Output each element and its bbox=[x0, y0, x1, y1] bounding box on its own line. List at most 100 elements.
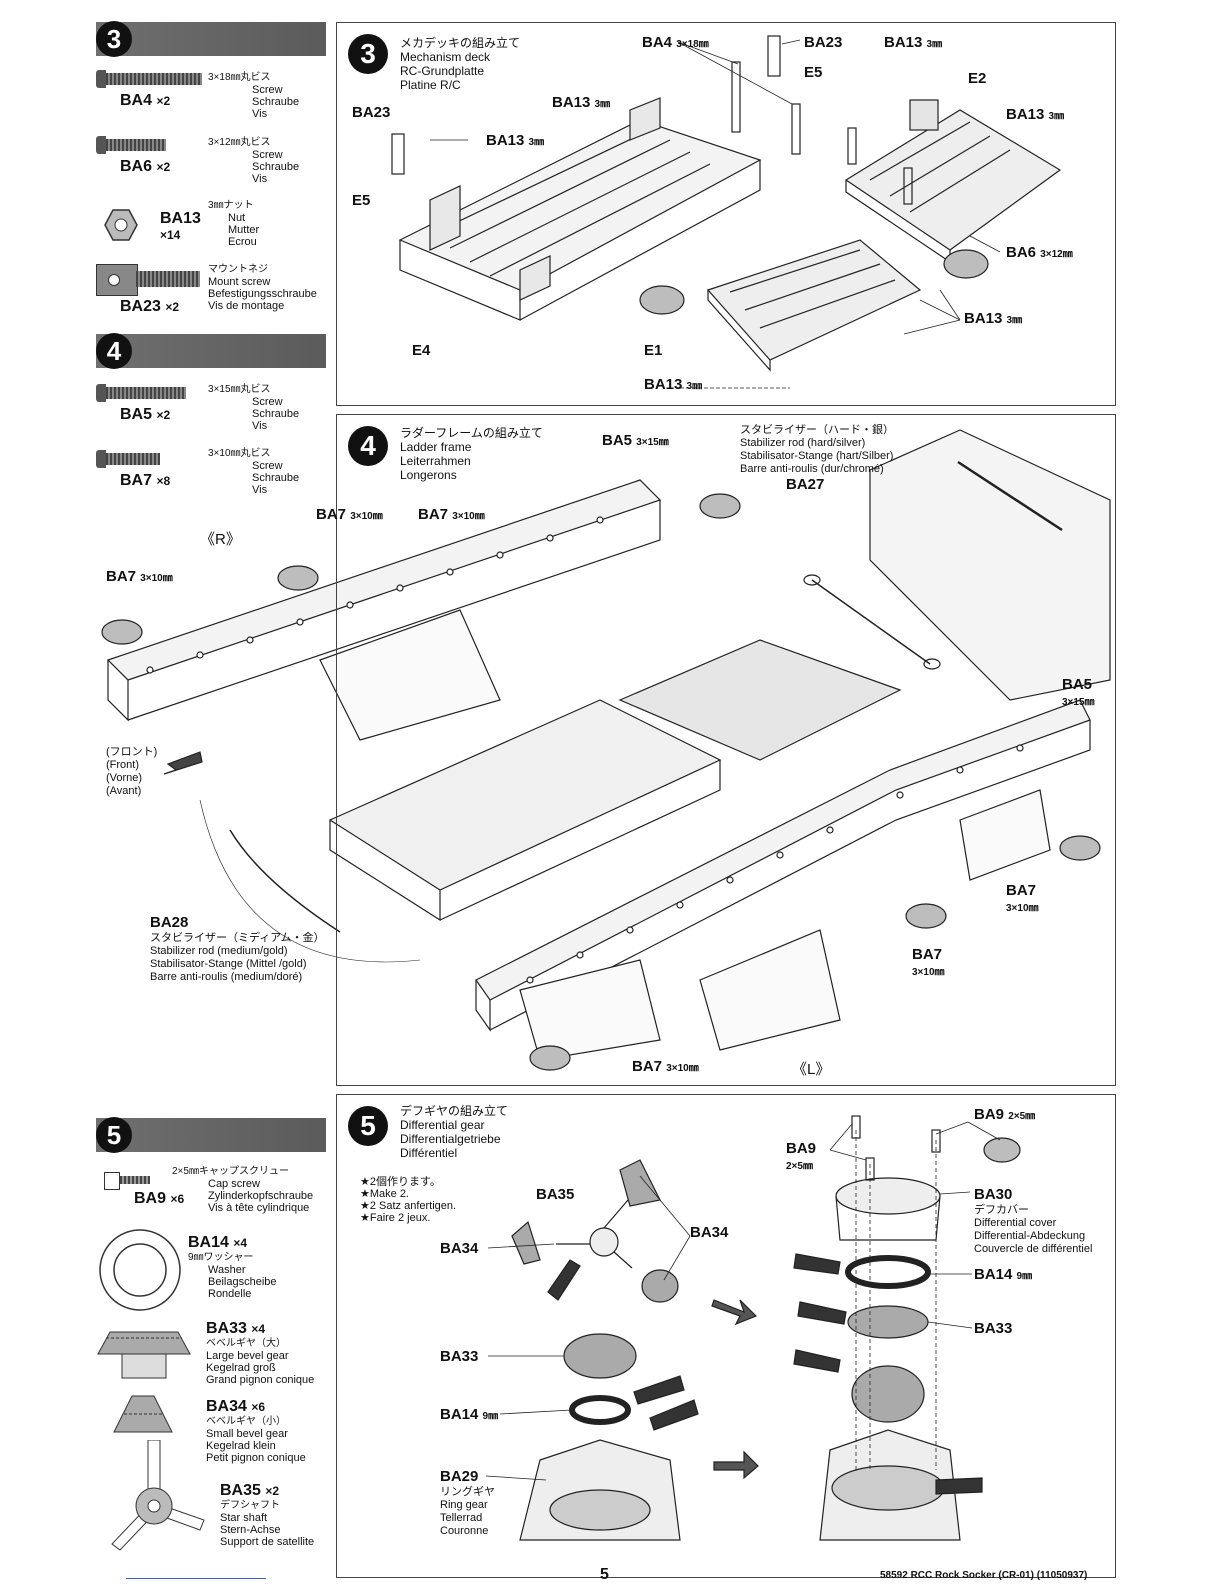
ba9-qty: ×6 bbox=[170, 1192, 185, 1206]
ba4-desc-fr: Vis bbox=[252, 108, 268, 120]
panel3-step-badge: 3 bbox=[348, 34, 388, 74]
step5-panel bbox=[336, 1094, 1116, 1578]
p5-ba9-left-label: BA9 bbox=[786, 1140, 817, 1157]
p5-ba34-right-label: BA34 bbox=[690, 1224, 729, 1241]
p3-ba4-label: BA4 bbox=[642, 34, 673, 51]
ba34-qty: ×6 bbox=[251, 1400, 266, 1414]
p3-ba23-top-label: BA23 bbox=[804, 34, 843, 51]
p3-ba13-right-size: 3㎜ bbox=[1048, 111, 1065, 122]
p5-ba14-left-label: BA14 bbox=[440, 1406, 479, 1423]
ba35-qty: ×2 bbox=[265, 1484, 280, 1498]
p4-ba7-f-size: 3×10㎜ bbox=[666, 1063, 699, 1074]
panel3-title: メカデッキの組み立て Mechanism deck RC-Grundplatte… bbox=[400, 36, 520, 92]
p3-ba13-mid-label: BA13 bbox=[552, 94, 591, 111]
p4-stabilizer-hard-text: スタビライザー（ハード・銀） Stabilizer rod (hard/silv… bbox=[740, 424, 894, 476]
ba4-screw-icon bbox=[96, 70, 202, 88]
ba5-desc-jp: 3×15㎜丸ビス bbox=[208, 384, 271, 395]
ba5-screw-icon bbox=[96, 384, 186, 402]
note-en: ★Make 2. bbox=[360, 1188, 409, 1200]
ba33-code: BA33 bbox=[206, 1320, 247, 1337]
ba14-desc-fr: Rondelle bbox=[208, 1288, 252, 1300]
ba7-qty: ×8 bbox=[156, 474, 171, 488]
p4-ba7-d-size: 3×10㎜ bbox=[1006, 903, 1039, 914]
ba6-qty: ×2 bbox=[156, 160, 171, 174]
ba7-desc-fr: Vis bbox=[252, 484, 268, 496]
p5-ba9-left-size: 2×5㎜ bbox=[786, 1161, 813, 1172]
panel4-title-de: Leiterrahmen bbox=[400, 454, 471, 468]
ba13-nut-icon bbox=[104, 208, 138, 242]
p3-ba13-top-label: BA13 bbox=[884, 34, 923, 51]
p3-ba13-right-label: BA13 bbox=[1006, 106, 1045, 123]
ba23-code: BA23 bbox=[120, 298, 161, 315]
ba23-desc-fr: Vis de montage bbox=[208, 300, 285, 312]
p3-e1-label: E1 bbox=[644, 342, 663, 359]
stabilizer-medium-en: Stabilizer rod (medium/gold) bbox=[150, 945, 288, 957]
p4-ba5-right-size: 3×15㎜ bbox=[1062, 697, 1095, 708]
ba9-desc-de: Zylinderkopfschraube bbox=[208, 1190, 314, 1202]
ba5-desc-fr: Vis bbox=[252, 420, 268, 432]
p5-ba33-right-label: BA33 bbox=[974, 1320, 1013, 1337]
p3-ba13-bottom-size: 3㎜ bbox=[686, 381, 703, 392]
ba6-desc-fr: Vis bbox=[252, 173, 268, 185]
ba9-desc-fr: Vis à tête cylindrique bbox=[208, 1202, 310, 1214]
p3-ba6-label: BA6 bbox=[1006, 244, 1037, 261]
ba33-large-bevel-gear-icon bbox=[96, 1326, 192, 1382]
ba7-desc-jp: 3×10㎜丸ビス bbox=[208, 448, 271, 459]
ring-gear-jp: リングギヤ bbox=[440, 1486, 495, 1498]
page-number: 5 bbox=[600, 1566, 609, 1583]
p4-ba5-right-label: BA5 bbox=[1062, 676, 1093, 693]
ba4-desc-en: Screw bbox=[252, 84, 283, 96]
panel3-title-en: Mechanism deck bbox=[400, 50, 491, 64]
p4-ba5-top-size: 3×15㎜ bbox=[636, 437, 669, 448]
ba33-qty: ×4 bbox=[251, 1322, 266, 1336]
ba23-desc-jp: マウントネジ bbox=[208, 264, 268, 275]
ba5-desc-en: Screw bbox=[252, 396, 283, 408]
p5-ba29-label: BA29 bbox=[440, 1468, 479, 1485]
ring-gear-de: Tellerrad bbox=[440, 1512, 483, 1524]
stabilizer-hard-fr: Barre anti-roulis (dur/chromé) bbox=[740, 463, 884, 475]
panel4-step-badge: 4 bbox=[348, 426, 388, 466]
ba34-desc-fr: Petit pignon conique bbox=[206, 1452, 306, 1464]
ba5-code: BA5 bbox=[120, 406, 153, 423]
ba35-desc-de: Stern-Achse bbox=[220, 1524, 281, 1536]
ba35-code: BA35 bbox=[220, 1482, 261, 1499]
p5-ba30-desc: デフカバー Differential cover Differential-Ab… bbox=[974, 1204, 1092, 1256]
p4-ba7-b-size: 3×10㎜ bbox=[452, 511, 485, 522]
ba14-code: BA14 bbox=[188, 1234, 229, 1251]
p4-ba7-a-label: BA7 bbox=[316, 506, 347, 523]
stabilizer-medium-de: Stabilisator-Stange (Mittel /gold) bbox=[150, 958, 307, 970]
diff-cover-en: Differential cover bbox=[974, 1217, 1057, 1229]
ba5-desc-de: Schraube bbox=[252, 408, 300, 420]
step5-number-badge: 5 bbox=[96, 1117, 132, 1153]
panel3-title-jp: メカデッキの組み立て bbox=[400, 36, 521, 50]
ba7-code: BA7 bbox=[120, 472, 153, 489]
panel4-title-jp: ラダーフレームの組み立て bbox=[400, 426, 543, 440]
panel4-title: ラダーフレームの組み立て Ladder frame Leiterrahmen L… bbox=[400, 426, 543, 482]
ba34-desc-en: Small bevel gear bbox=[206, 1428, 288, 1440]
ba34-code: BA34 bbox=[206, 1398, 247, 1415]
ba7-desc-de: Schraube bbox=[252, 472, 300, 484]
note-de: ★2 Satz anfertigen. bbox=[360, 1200, 457, 1212]
ring-gear-fr: Couronne bbox=[440, 1525, 489, 1537]
p4-front-text: (フロント) (Front) (Vorne) (Avant) bbox=[106, 746, 157, 798]
p3-e5-left-label: E5 bbox=[352, 192, 371, 209]
p4-ba7-c-size: 3×10㎜ bbox=[140, 573, 173, 584]
p3-ba13-lower-size: 3㎜ bbox=[1006, 315, 1023, 326]
ba35-desc-jp: デフシャフト bbox=[220, 1500, 280, 1511]
ba35-star-shaft-icon bbox=[100, 1440, 210, 1552]
ba4-desc-de: Schraube bbox=[252, 96, 300, 108]
ba14-washer-icon bbox=[98, 1228, 182, 1312]
stabilizer-hard-en: Stabilizer rod (hard/silver) bbox=[740, 437, 866, 449]
ba9-desc-en: Cap screw bbox=[208, 1178, 260, 1190]
stabilizer-medium-fr: Barre anti-roulis (medium/doré) bbox=[150, 971, 303, 983]
note-jp: ★2個作ります。 bbox=[360, 1176, 441, 1188]
ba4-qty: ×2 bbox=[156, 94, 171, 108]
ba14-desc-en: Washer bbox=[208, 1264, 246, 1276]
p4-ba5-top-label: BA5 bbox=[602, 432, 633, 449]
ba23-desc-de: Befestigungsschraube bbox=[208, 288, 317, 300]
panel5-make-two-note: ★2個作ります。 ★Make 2. ★2 Satz anfertigen. ★F… bbox=[360, 1176, 456, 1224]
ba34-desc-de: Kegelrad klein bbox=[206, 1440, 276, 1452]
p3-ba13-top-size: 3㎜ bbox=[926, 39, 943, 50]
panel3-title-de: RC-Grundplatte bbox=[400, 64, 485, 78]
step4-header-bar bbox=[96, 334, 326, 368]
